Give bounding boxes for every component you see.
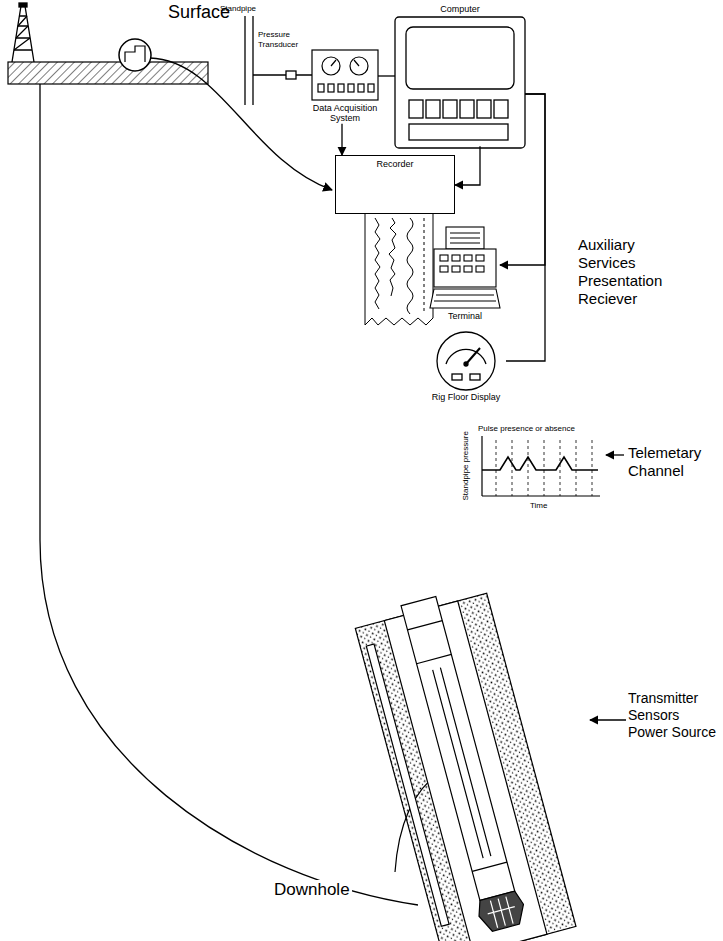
computer-monitor-art <box>395 17 525 148</box>
rig-floor-gauge: Rig Floor Display <box>426 330 506 402</box>
recorder-box: Recorder <box>335 155 455 214</box>
node-label: Rig Floor Display <box>426 392 506 402</box>
surface-detail-circle <box>119 39 151 71</box>
connector-line <box>455 146 480 185</box>
surface-equipment <box>125 46 145 62</box>
standpipe <box>245 16 312 105</box>
node-label: Computer <box>395 4 525 14</box>
surface-cable <box>150 58 332 190</box>
shape-area <box>430 225 500 311</box>
pointer-arrow <box>606 454 624 455</box>
subsystem-label: Telemetary Channel <box>628 444 718 480</box>
axis-label: Standpipe pressure <box>461 431 471 501</box>
shape-area <box>336 169 454 213</box>
node-label: Data Acquisition System <box>312 103 378 124</box>
node-label: Recorder <box>336 159 454 169</box>
computer-monitor: Computer <box>395 4 525 146</box>
subsystem-label: Auxiliary Services Presentation Reciever <box>578 236 682 308</box>
gauge-art <box>437 332 495 390</box>
part-name: Pressure Transducer <box>258 30 313 49</box>
ground-surface <box>8 62 208 84</box>
connector-line <box>506 94 545 361</box>
downhole-tool <box>353 584 576 941</box>
derrick <box>12 3 34 62</box>
part-name: Standpipe <box>220 4 256 14</box>
shape-area <box>426 330 506 392</box>
acquisition-box: Data Acquisition System <box>312 50 378 124</box>
terminal-printer: Terminal <box>430 225 500 321</box>
pointer-arrow <box>590 719 626 720</box>
shape-area <box>312 50 378 103</box>
telemetry-chart <box>482 436 600 496</box>
connector-line <box>500 94 545 265</box>
recorder-strip <box>365 205 433 325</box>
node-label: Terminal <box>430 311 500 321</box>
subsystem-label: Transmitter Sensors Power Source <box>628 690 720 740</box>
axis-label: Time <box>530 501 547 511</box>
connector-line <box>378 75 395 76</box>
downhole-label: Downhole <box>272 880 352 900</box>
chart-title: Pulse presence or absence <box>478 424 575 434</box>
connector-line <box>341 124 342 155</box>
acquisition-unit <box>312 50 378 100</box>
shape-area <box>395 14 525 146</box>
terminal-art <box>430 227 500 308</box>
